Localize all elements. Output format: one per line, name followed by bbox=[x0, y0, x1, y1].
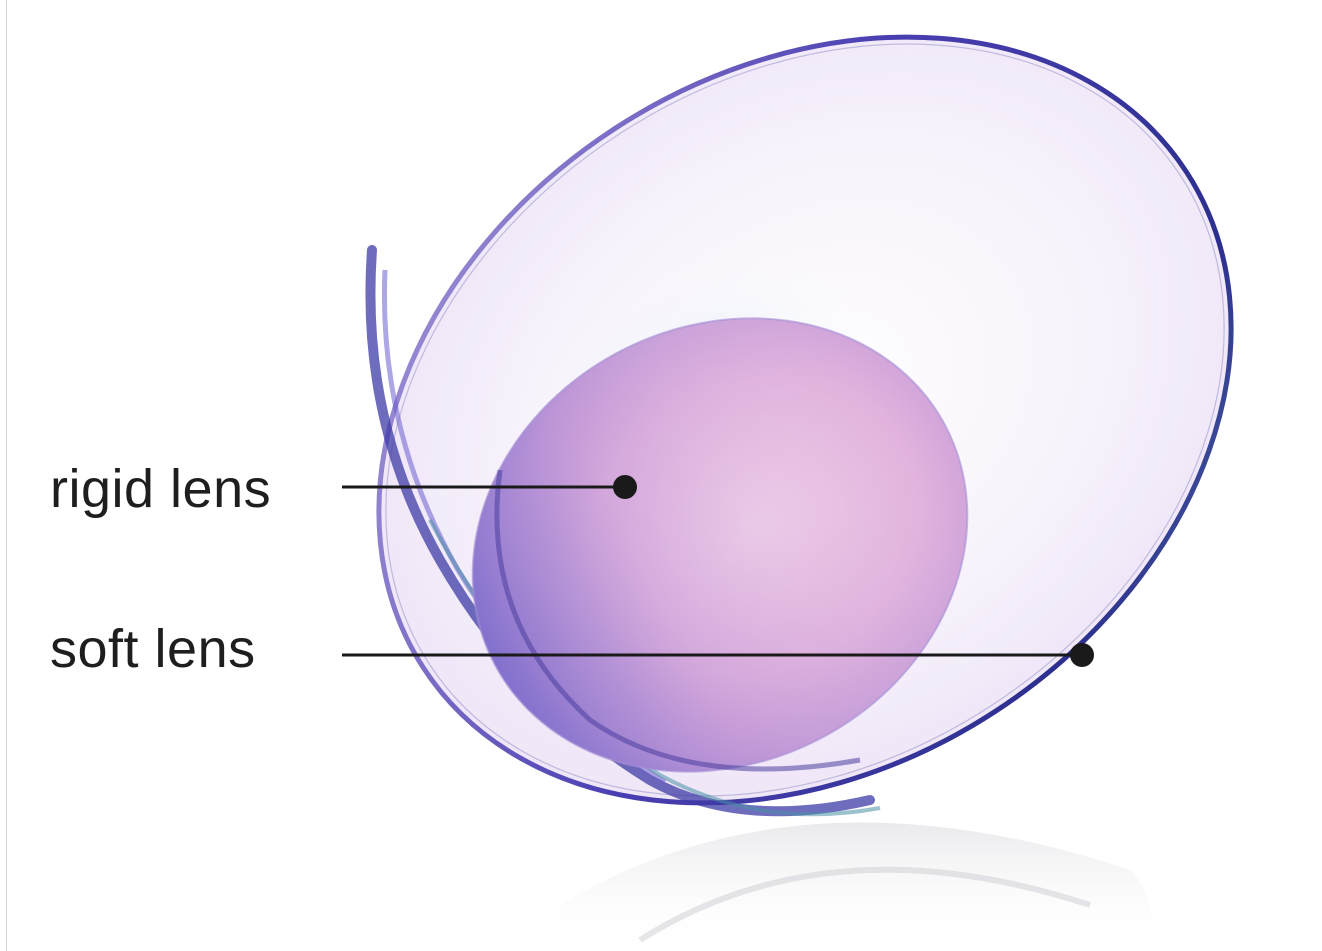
soft-lens-pointer-dot bbox=[1070, 643, 1094, 667]
rigid-lens-pointer-dot bbox=[613, 475, 637, 499]
soft-lens-label: soft lens bbox=[50, 622, 256, 676]
rigid-lens-label: rigid lens bbox=[50, 462, 271, 516]
lens-reflection bbox=[560, 823, 1153, 951]
